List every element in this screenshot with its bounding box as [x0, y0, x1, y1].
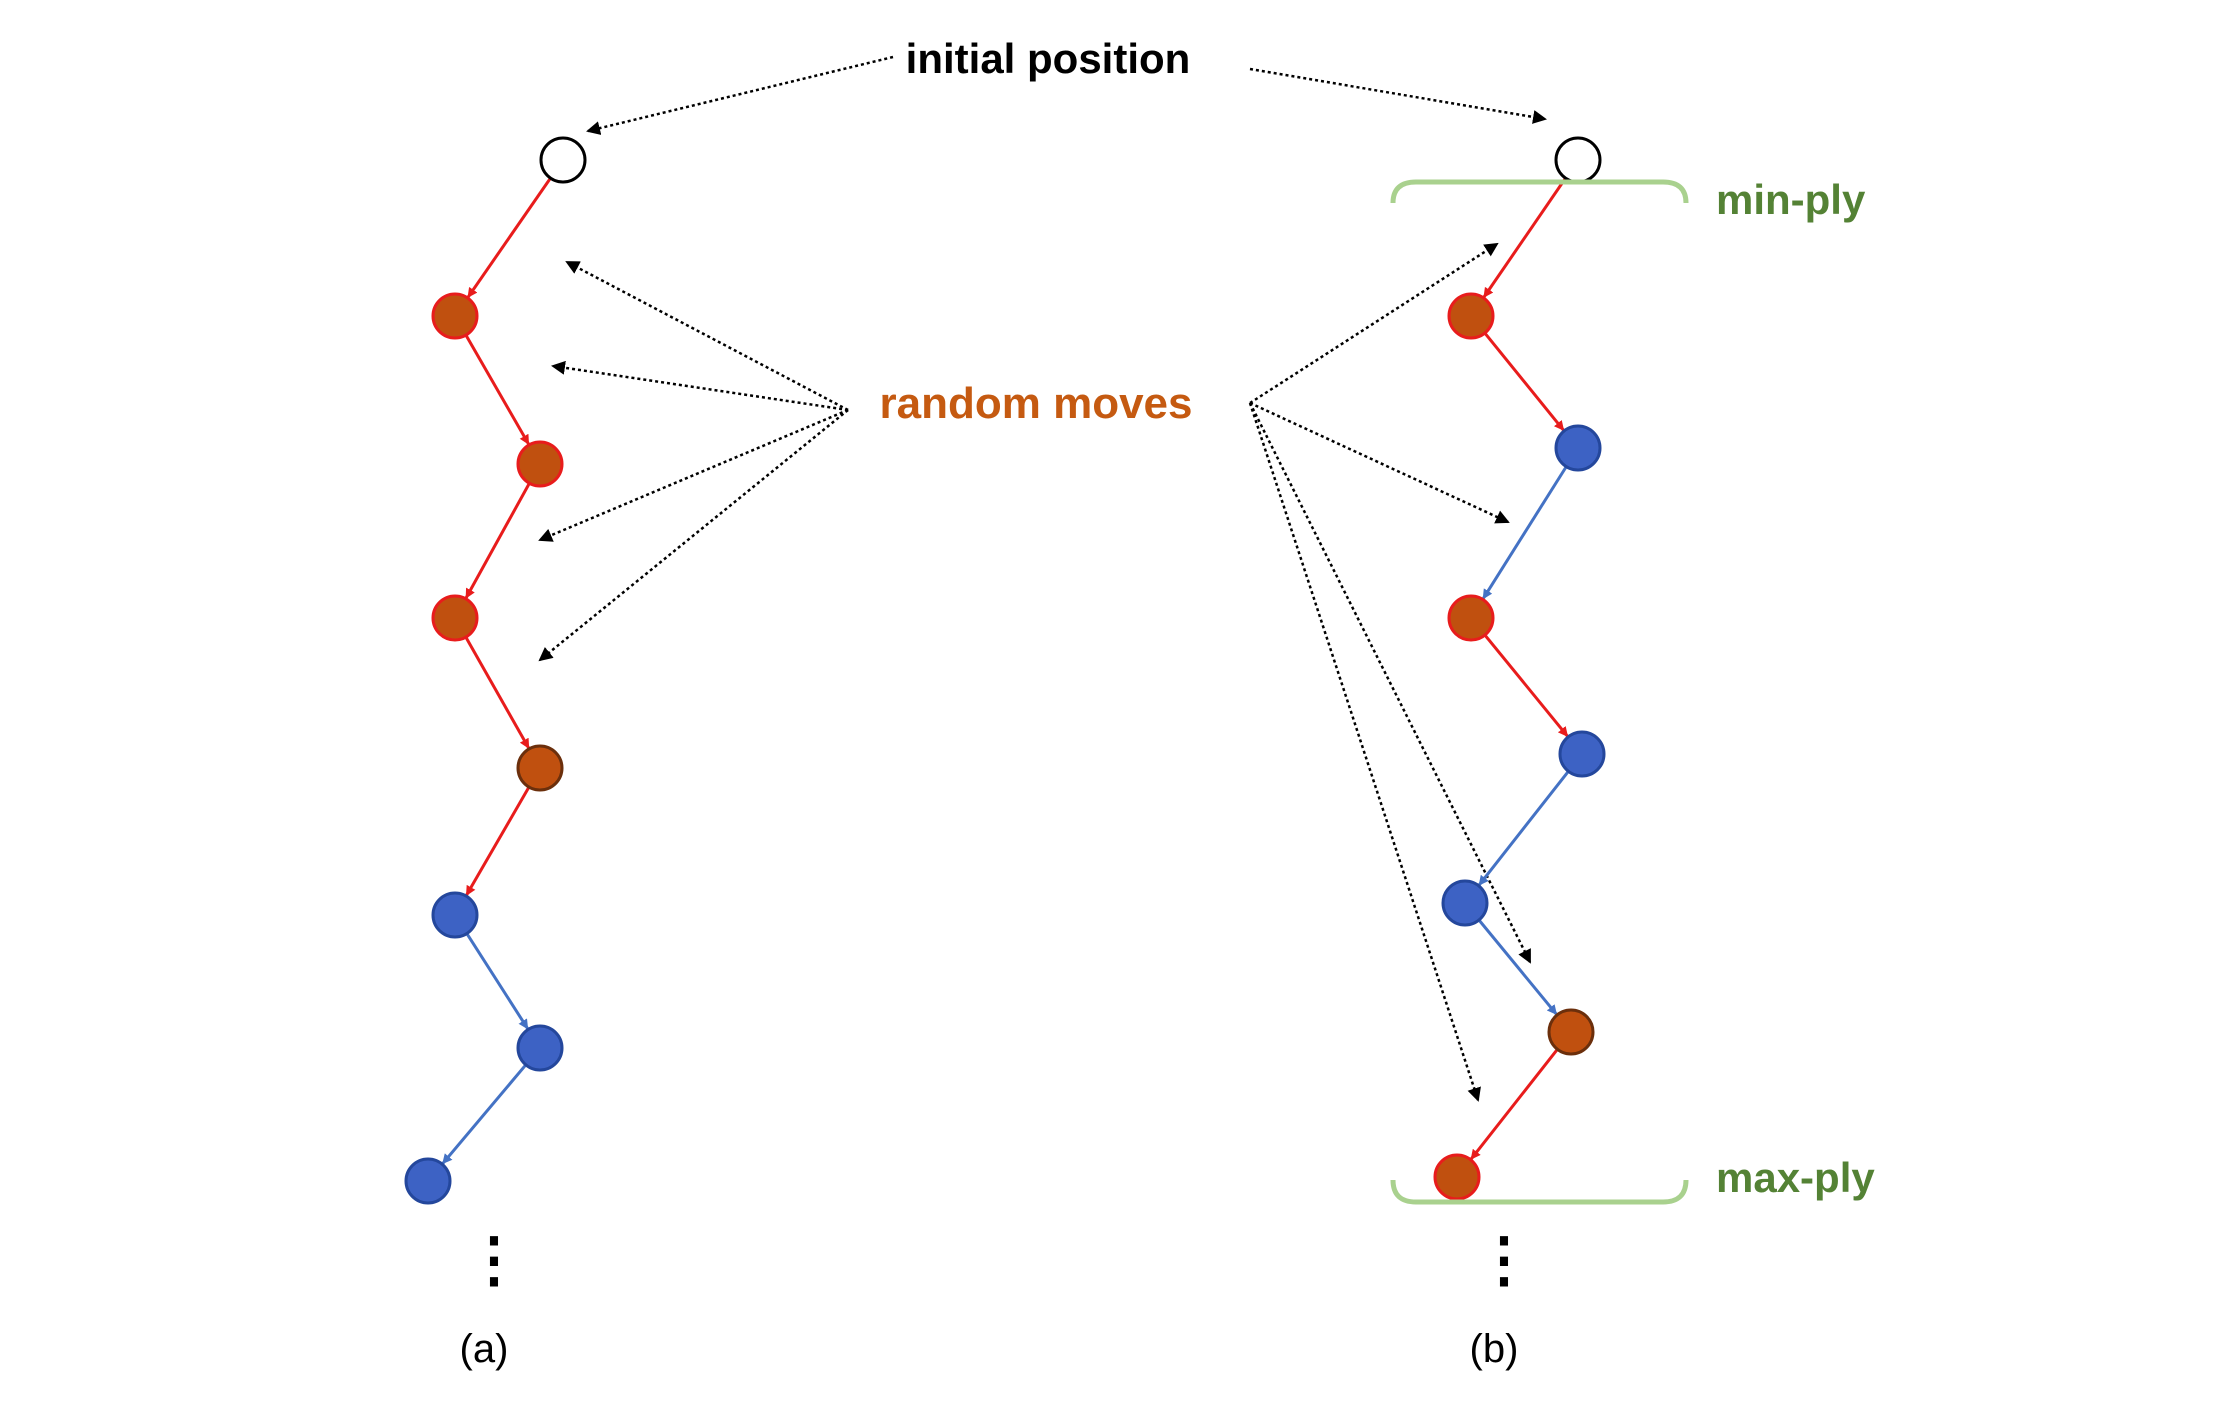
min-ply-bracket [1390, 179, 1689, 204]
edge-b-0 [1482, 177, 1567, 298]
random-node-b-6 [1547, 1008, 1595, 1056]
random-node-a-1 [431, 292, 479, 340]
min-ply-label: min-ply [1716, 176, 1866, 223]
callout-arrow-6 [1249, 242, 1499, 405]
normal-node-a-6 [516, 1024, 564, 1072]
initial-node-b-0 [1554, 136, 1602, 184]
random-moves-label: random moves [880, 379, 1193, 428]
callout-arrow-5 [538, 409, 849, 662]
initial-position-label: initial position [906, 35, 1191, 82]
chain-b [1433, 136, 1606, 1201]
edge-a-6 [441, 1063, 527, 1165]
normal-node-a-7 [404, 1157, 452, 1205]
callout-arrow-3 [551, 360, 849, 412]
random-node-a-4 [516, 744, 564, 792]
initial-node-a-0 [539, 136, 587, 184]
ellipsis-b: ⋮ [1474, 1226, 1534, 1293]
edge-a-4 [465, 786, 531, 896]
edge-b-6 [1470, 1048, 1559, 1160]
edge-a-5 [465, 932, 529, 1030]
random-node-a-2 [516, 440, 564, 488]
callout-arrow-7 [1249, 401, 1510, 524]
edge-b-5 [1477, 919, 1558, 1016]
edge-b-4 [1478, 770, 1570, 886]
callout-arrow-9 [1248, 402, 1481, 1102]
chain-a [404, 136, 587, 1205]
edge-b-1 [1483, 332, 1565, 432]
edge-b-3 [1483, 634, 1569, 738]
ellipsis-a: ⋮ [464, 1226, 524, 1293]
caption-b: (b) [1470, 1327, 1519, 1371]
max-ply-label: max-ply [1716, 1154, 1875, 1201]
caption-a: (a) [460, 1327, 509, 1371]
edge-b-2 [1481, 465, 1568, 600]
random-node-b-3 [1447, 594, 1495, 642]
normal-node-b-5 [1441, 879, 1489, 927]
random-node-a-3 [431, 594, 479, 642]
edge-a-1 [464, 334, 530, 445]
random-node-b-1 [1447, 292, 1495, 340]
random-node-b-7 [1433, 1153, 1481, 1201]
edge-a-3 [464, 636, 530, 749]
callout-arrow-0 [586, 55, 894, 135]
callout-arrows [538, 55, 1547, 1102]
callout-arrow-8 [1248, 402, 1532, 964]
normal-node-a-5 [431, 891, 479, 939]
edge-a-0 [466, 177, 552, 298]
callout-arrow-2 [565, 260, 849, 412]
edge-a-2 [464, 482, 531, 599]
normal-node-b-2 [1554, 424, 1602, 472]
callout-arrow-1 [1249, 67, 1547, 124]
callout-arrow-4 [538, 408, 849, 542]
normal-node-b-4 [1558, 730, 1606, 778]
max-ply-bracket [1390, 1179, 1689, 1205]
